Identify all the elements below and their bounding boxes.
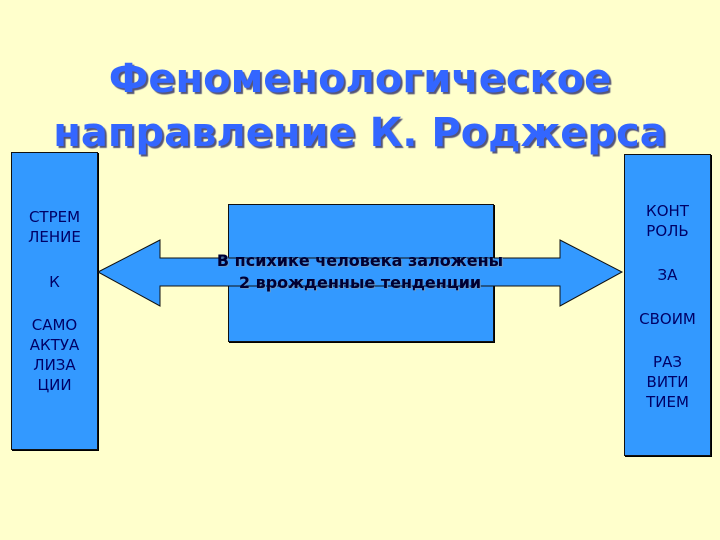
left-box-text-1: СТРЕМ ЛЕНИЕ [28, 208, 81, 246]
double-arrow-shape [96, 239, 624, 307]
right-box-text-1: КОНТ РОЛЬ [646, 202, 689, 240]
left-box-text-3: САМО АКТУА ЛИЗА ЦИИ [29, 316, 80, 394]
left-box-text-2: К [49, 273, 60, 291]
title-line-1: Феноменологическое [108, 56, 612, 102]
title-line-2: направление К. Роджерса [53, 110, 667, 156]
left-box-self-actualization: СТРЕМ ЛЕНИЕ К САМО АКТУА ЛИЗА ЦИИ [11, 152, 98, 450]
page-title: Феноменологическое направление К. Роджер… [0, 52, 720, 160]
right-box-text-3: СВОИМ [639, 310, 696, 328]
right-box-control: КОНТ РОЛЬ ЗА СВОИМ РАЗ ВИТИ ТИЕМ [624, 154, 711, 456]
right-box-text-4: РАЗ ВИТИ ТИЕМ [646, 353, 689, 411]
right-box-text-2: ЗА [657, 266, 678, 284]
center-text: В психике человека заложены 2 врожденные… [216, 251, 504, 292]
